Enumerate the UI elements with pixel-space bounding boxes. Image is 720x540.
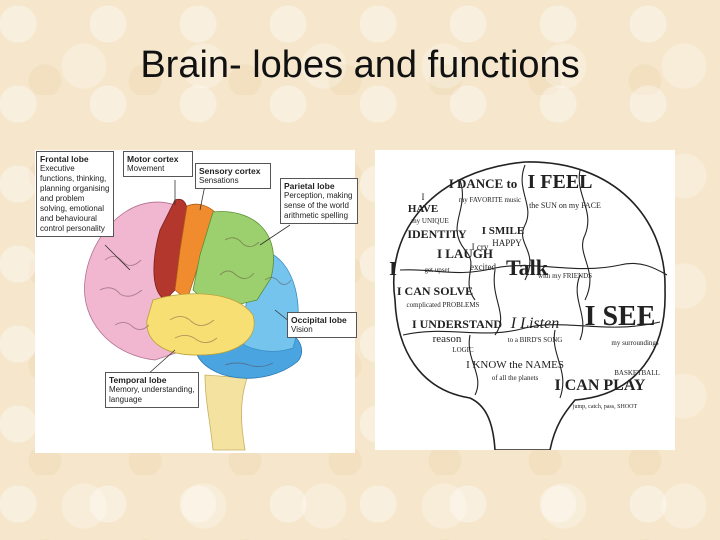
word-jump-catch: jump, catch, pass, SHOOT bbox=[572, 404, 638, 410]
frontal-lobe-label: Frontal lobe Executive functions, thinki… bbox=[36, 151, 114, 237]
word-i-have: I bbox=[422, 192, 425, 202]
word-i-know-names: I KNOW the NAMES bbox=[466, 359, 564, 371]
word-i-dance: I DANCE to bbox=[449, 176, 518, 191]
word-i-big: I bbox=[389, 258, 397, 280]
brain-lobes-diagram: Frontal lobe Executive functions, thinki… bbox=[35, 150, 355, 453]
word-i-can-play: I CAN PLAY bbox=[555, 377, 646, 394]
word-excited: excited bbox=[470, 262, 496, 272]
parietal-lobe-label: Parietal lobe Perception, making sense o… bbox=[280, 178, 358, 224]
occipital-lobe-label: Occipital lobe Vision bbox=[287, 312, 357, 338]
word-basketball: BASKETBALL bbox=[614, 369, 660, 377]
sensory-cortex-label: Sensory cortex Sensations bbox=[195, 163, 271, 189]
word-complicated-problems: complicated PROBLEMS bbox=[407, 301, 480, 309]
word-birds-song: to a BIRD'S SONG bbox=[508, 336, 563, 344]
word-my-surroundings: my surroundings bbox=[611, 339, 659, 347]
brain-stem bbox=[205, 375, 247, 450]
word-i-smile: I SMILE bbox=[482, 225, 525, 237]
word-i-understand: I UNDERSTAND bbox=[412, 317, 502, 331]
word-happy: HAPPY bbox=[492, 238, 522, 248]
word-with-friends: with my FRIENDS bbox=[538, 272, 592, 280]
temporal-lobe-label: Temporal lobe Memory, understanding, lan… bbox=[105, 372, 199, 408]
word-identity: IDENTITY bbox=[407, 227, 467, 241]
word-have: HAVE bbox=[408, 203, 438, 215]
word-reason: reason bbox=[433, 333, 462, 345]
word-brain-diagram: I HAVE my UNIQUE IDENTITY I DANCE to my … bbox=[375, 150, 675, 450]
slide-title: Brain- lobes and functions bbox=[0, 44, 720, 87]
word-brain-illustration: I HAVE my UNIQUE IDENTITY I DANCE to my … bbox=[375, 150, 675, 450]
word-planets: of all the planets bbox=[492, 374, 539, 382]
word-i-listen: I Listen bbox=[510, 315, 559, 332]
word-i-cry: I cry bbox=[472, 242, 489, 252]
word-i-see: I SEE bbox=[585, 301, 656, 332]
word-logic: LOGIC bbox=[452, 346, 474, 354]
word-my-unique: my UNIQUE bbox=[411, 217, 449, 225]
word-get-upset: get upset bbox=[424, 266, 449, 274]
word-favorite-music: my FAVORITE music bbox=[459, 196, 521, 204]
temporal-lobe bbox=[147, 294, 254, 355]
word-i-feel: I FEEL bbox=[527, 171, 592, 193]
word-i-can-solve: I CAN SOLVE bbox=[397, 284, 473, 298]
motor-cortex-label: Motor cortex Movement bbox=[123, 151, 193, 177]
word-sun-on-face: the SUN on my FACE bbox=[529, 201, 601, 210]
